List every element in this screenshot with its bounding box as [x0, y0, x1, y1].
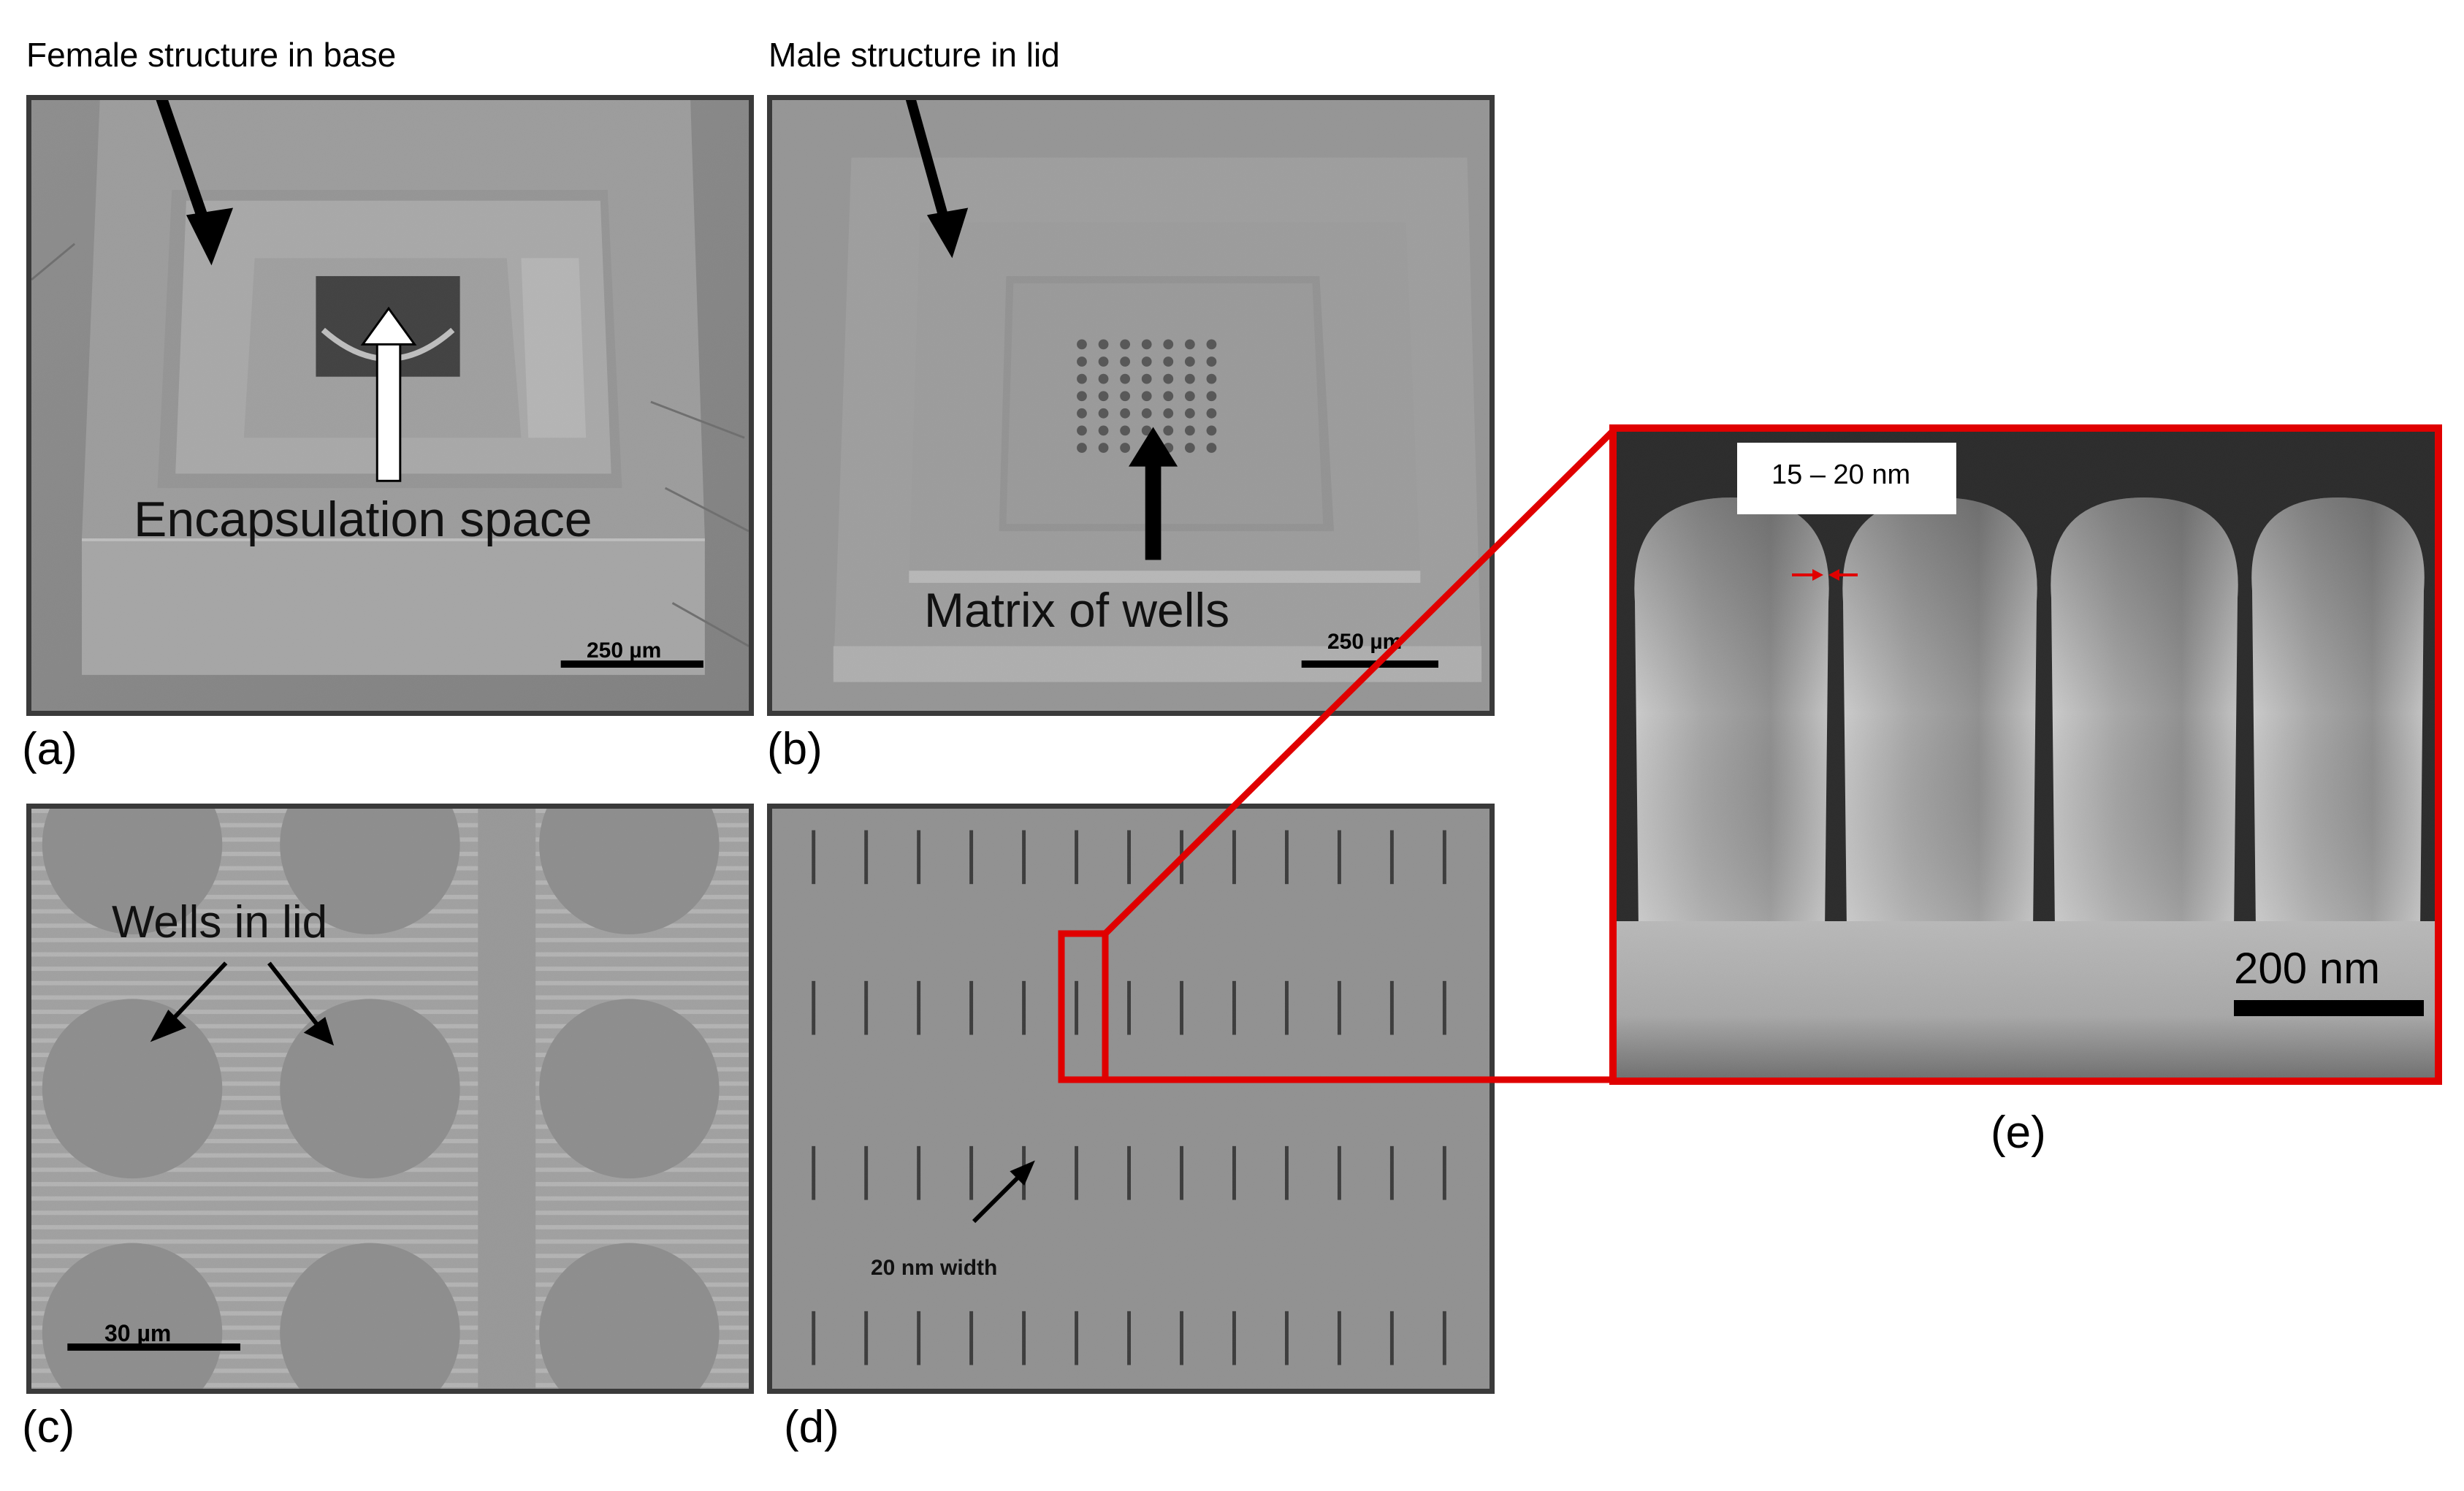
- panel-c-sem-drawing: [31, 809, 749, 1389]
- panel-c-scale-label: 30 µm: [104, 1320, 172, 1346]
- panel-a-scale-label: 250 µm: [587, 638, 662, 663]
- panel-d-label: (d): [784, 1402, 839, 1452]
- panel-c-label: (c): [22, 1402, 75, 1452]
- panel-a-sem-drawing: [31, 100, 749, 711]
- panel-a-image: Encapsulation space 250 µm: [26, 95, 754, 716]
- panel-d-sem-drawing: [772, 809, 1490, 1389]
- panel-e-image: 15 – 20 nm 200 nm: [1609, 424, 2442, 1085]
- panel-b-annotation: Matrix of wells: [924, 583, 1230, 637]
- panel-d-image: 20 nm width: [767, 804, 1495, 1394]
- panel-d-annotation: 20 nm width: [871, 1256, 998, 1280]
- panel-b-title: Male structure in lid: [768, 36, 1060, 74]
- panel-b-scale-label: 250 µm: [1327, 630, 1403, 654]
- panel-e-sem-drawing: [1617, 432, 2435, 1078]
- panel-e-scale-label: 200 nm: [2234, 944, 2381, 993]
- panel-e-label: (e): [1991, 1107, 2046, 1158]
- panel-c-image: Wells in lid 30 µm: [26, 804, 754, 1394]
- panel-c-annotation: Wells in lid: [112, 897, 328, 947]
- panel-e-gap-label: 15 – 20 nm: [1771, 459, 1911, 490]
- panel-a-title: Female structure in base: [26, 36, 397, 74]
- panel-b-label: (b): [767, 724, 823, 774]
- panel-a-label: (a): [22, 724, 77, 774]
- panel-a-annotation: Encapsulation space: [134, 492, 592, 547]
- panel-b-image: Matrix of wells 250 µm: [767, 95, 1495, 716]
